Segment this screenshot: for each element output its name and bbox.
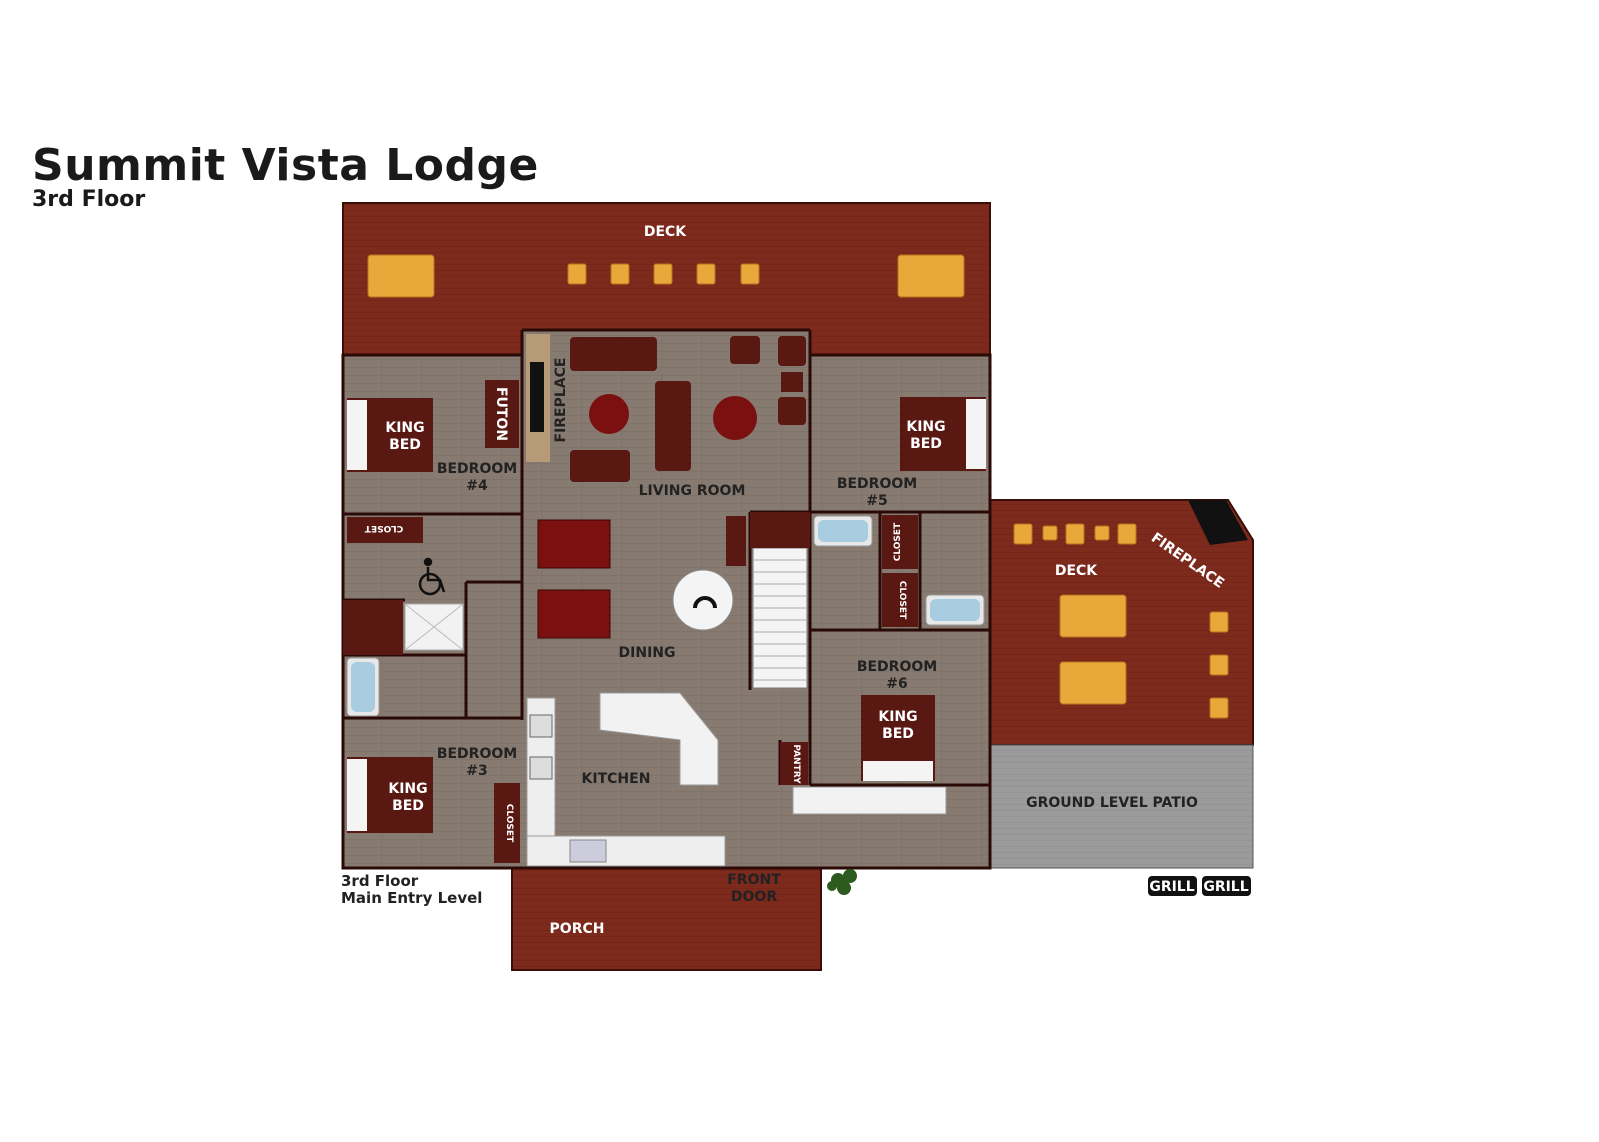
front-door-label-1: FRONT xyxy=(727,872,781,888)
fireplace-main-label: FIREPLACE xyxy=(553,358,569,443)
bed6-bed-label: BED xyxy=(882,726,914,742)
deck-top-label: DECK xyxy=(644,224,687,240)
caption-line-1: 3rd Floor xyxy=(341,872,419,890)
bedroom5-label-1: BEDROOM xyxy=(837,476,917,492)
bed3-bed-label: BED xyxy=(392,798,424,814)
staircase xyxy=(752,547,808,689)
grill-2 xyxy=(1202,876,1251,896)
bed3-king-label: KING xyxy=(388,781,427,797)
living-room-label: LIVING ROOM xyxy=(639,483,746,499)
bed4-bed-label: BED xyxy=(389,437,421,453)
closet-bed3 xyxy=(494,783,520,863)
page-title: Summit Vista Lodge xyxy=(32,140,539,191)
bed4-king-label: KING xyxy=(385,420,424,436)
bedroom4-label-2: #4 xyxy=(466,478,488,494)
closet-bed3-label: CLOSET xyxy=(504,804,514,843)
fireplace-deck xyxy=(1188,500,1248,545)
bedroom6-label-2: #6 xyxy=(886,676,907,692)
grill-1-label: GRILL xyxy=(1149,879,1194,895)
deck-right-label: DECK xyxy=(1055,563,1098,579)
page-subtitle: 3rd Floor xyxy=(32,187,146,212)
closet-bed5a-label: CLOSET xyxy=(893,522,903,561)
grill-1 xyxy=(1148,876,1197,896)
shrub xyxy=(827,869,857,895)
closet-bed5-a xyxy=(882,515,918,569)
grill-2-label: GRILL xyxy=(1203,879,1248,895)
porch-label: PORCH xyxy=(550,921,605,937)
porch xyxy=(511,867,822,971)
bed6-king-label: KING xyxy=(878,709,917,725)
bedroom3-label-2: #3 xyxy=(466,763,487,779)
floor-caption: 3rd Floor Main Entry Level xyxy=(341,873,482,907)
closet-bed5-b xyxy=(882,573,918,627)
futon-label: FUTON xyxy=(493,387,509,441)
bedroom6-label-1: BEDROOM xyxy=(857,659,937,675)
dining-label: DINING xyxy=(619,645,676,661)
dining-table-2 xyxy=(537,589,611,639)
kitchen-island xyxy=(599,692,719,786)
bed-4 xyxy=(347,398,433,472)
ground-level-patio xyxy=(989,744,1254,869)
closet-bed4 xyxy=(347,517,423,543)
bed5-king-label: KING xyxy=(906,419,945,435)
bedroom5-label-2: #5 xyxy=(866,493,887,509)
kitchen-label: KITCHEN xyxy=(582,771,651,787)
bed5-bed-label: BED xyxy=(910,436,942,452)
pantry-label: PANTRY xyxy=(791,744,801,784)
bed-6 xyxy=(861,695,935,781)
bed-5 xyxy=(900,397,986,471)
dining-table-1 xyxy=(537,519,611,569)
front-door-label-2: DOOR xyxy=(731,889,777,905)
bed-3 xyxy=(347,757,433,833)
closet-bed4-label: CLOSET xyxy=(364,523,403,533)
patio-label: GROUND LEVEL PATIO xyxy=(1026,795,1198,811)
bedroom4-label-1: BEDROOM xyxy=(437,461,517,477)
caption-line-2: Main Entry Level xyxy=(341,889,483,907)
wheelchair-icon xyxy=(418,557,446,596)
bedroom3-label-1: BEDROOM xyxy=(437,746,517,762)
closet-bed5b-label: CLOSET xyxy=(897,581,907,620)
